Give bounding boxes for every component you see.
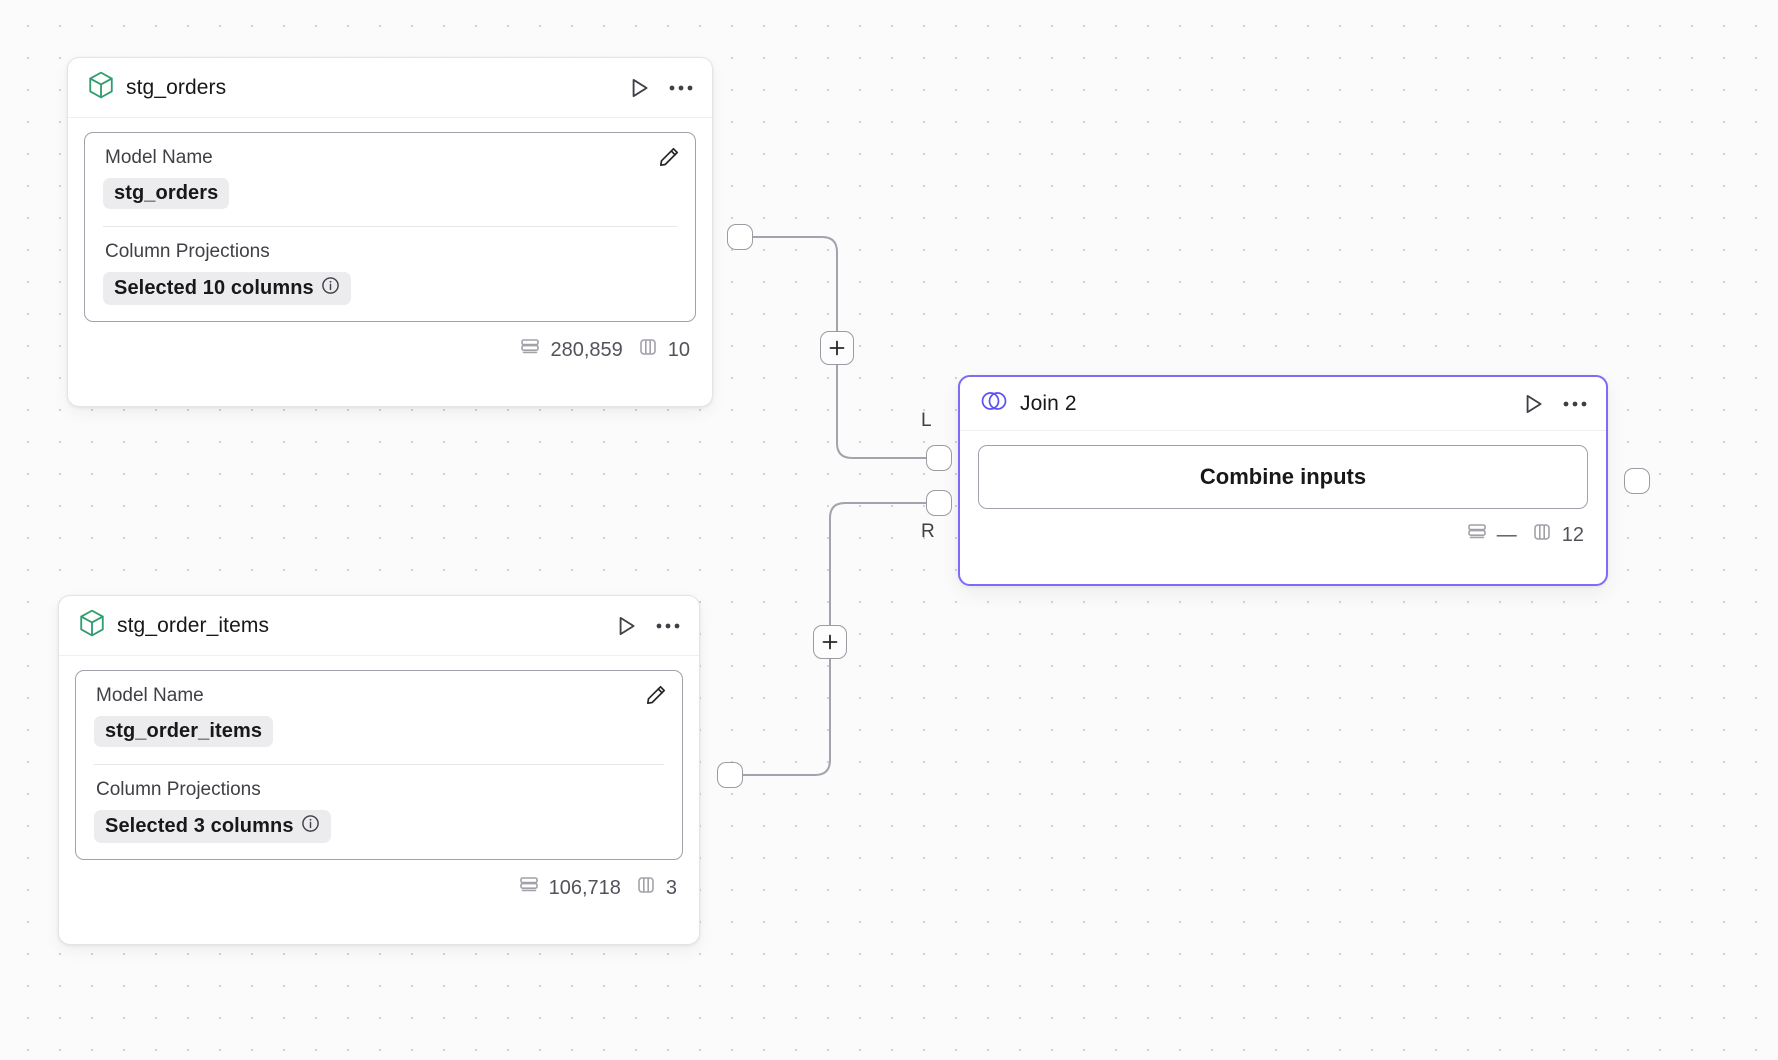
column-projections-value[interactable]: Selected 10 columns bbox=[103, 272, 351, 305]
more-options-icon[interactable] bbox=[1562, 400, 1588, 408]
divider bbox=[94, 764, 664, 765]
run-icon[interactable] bbox=[626, 75, 652, 101]
cube-icon bbox=[79, 609, 105, 642]
output-port-stg-orders[interactable] bbox=[727, 224, 753, 250]
combine-inputs-label: Combine inputs bbox=[1199, 464, 1367, 489]
properties-box[interactable]: Model Name stg_orders Column Projections… bbox=[84, 132, 696, 322]
columns-icon bbox=[637, 336, 659, 364]
columns-icon bbox=[1531, 521, 1553, 549]
columns-value: 10 bbox=[667, 338, 690, 361]
model-name-label: Model Name bbox=[96, 685, 204, 706]
left-input-port[interactable] bbox=[926, 445, 952, 471]
column-projections-label: Column Projections bbox=[96, 779, 261, 800]
model-name-value[interactable]: stg_order_items bbox=[94, 716, 274, 747]
column-count-stat: 3 bbox=[635, 874, 677, 902]
rows-value: 106,718 bbox=[548, 876, 621, 899]
node-body: Model Name stg_order_items Column Projec… bbox=[59, 656, 699, 864]
right-input-port[interactable] bbox=[926, 490, 952, 516]
output-port-join-2[interactable] bbox=[1624, 468, 1650, 494]
model-name-value[interactable]: stg_orders bbox=[103, 178, 230, 209]
cube-icon bbox=[88, 71, 114, 104]
column-count-stat: 12 bbox=[1531, 521, 1584, 549]
run-icon[interactable] bbox=[613, 613, 639, 639]
right-input-port-label: R bbox=[921, 521, 935, 542]
rows-value: 280,859 bbox=[550, 338, 623, 361]
info-icon[interactable] bbox=[301, 814, 320, 839]
header-actions bbox=[613, 613, 681, 639]
node-footer: 280,859 10 bbox=[68, 326, 712, 378]
add-node-button-upper[interactable] bbox=[820, 331, 854, 365]
row-count-stat: 280,859 bbox=[519, 336, 623, 364]
info-icon[interactable] bbox=[321, 276, 340, 301]
add-node-button-lower[interactable] bbox=[813, 625, 847, 659]
header-actions bbox=[1520, 391, 1588, 417]
rows-icon bbox=[1466, 521, 1488, 549]
node-header: stg_orders bbox=[68, 58, 712, 118]
column-projections-label: Column Projections bbox=[105, 241, 270, 262]
column-count-stat: 10 bbox=[637, 336, 690, 364]
edit-pencil-icon[interactable] bbox=[644, 683, 668, 712]
node-footer: — 12 bbox=[960, 511, 1606, 563]
node-stg-orders[interactable]: stg_orders bbox=[67, 57, 713, 407]
node-join-2[interactable]: Join 2 Combine inputs bbox=[958, 375, 1608, 586]
node-footer: 106,718 3 bbox=[59, 864, 699, 916]
combine-inputs-button[interactable]: Combine inputs bbox=[978, 445, 1588, 509]
columns-value: 3 bbox=[665, 876, 677, 899]
node-body: Combine inputs bbox=[960, 431, 1606, 511]
rows-value: — bbox=[1496, 523, 1517, 546]
run-icon[interactable] bbox=[1520, 391, 1546, 417]
node-header: stg_order_items bbox=[59, 596, 699, 656]
rows-icon bbox=[519, 336, 541, 364]
node-title: stg_orders bbox=[126, 75, 227, 99]
properties-box[interactable]: Model Name stg_order_items Column Projec… bbox=[75, 670, 683, 860]
columns-value: 12 bbox=[1561, 523, 1584, 546]
row-count-stat: 106,718 bbox=[518, 874, 621, 902]
more-options-icon[interactable] bbox=[668, 84, 694, 92]
divider bbox=[103, 226, 677, 227]
node-header: Join 2 bbox=[960, 377, 1606, 431]
model-name-label: Model Name bbox=[105, 147, 213, 168]
rows-icon bbox=[518, 874, 540, 902]
column-projections-value[interactable]: Selected 3 columns bbox=[94, 810, 331, 843]
node-title: Join 2 bbox=[1020, 391, 1077, 415]
output-port-stg-order-items[interactable] bbox=[717, 762, 743, 788]
venn-join-icon bbox=[980, 390, 1008, 417]
node-title: stg_order_items bbox=[117, 613, 270, 637]
node-stg-order-items[interactable]: stg_order_items bbox=[58, 595, 700, 945]
more-options-icon[interactable] bbox=[655, 622, 681, 630]
node-body: Model Name stg_orders Column Projections… bbox=[68, 118, 712, 326]
left-input-port-label: L bbox=[921, 410, 932, 431]
header-actions bbox=[626, 75, 694, 101]
row-count-stat: — bbox=[1466, 521, 1517, 549]
columns-icon bbox=[635, 874, 657, 902]
edit-pencil-icon[interactable] bbox=[657, 145, 681, 174]
